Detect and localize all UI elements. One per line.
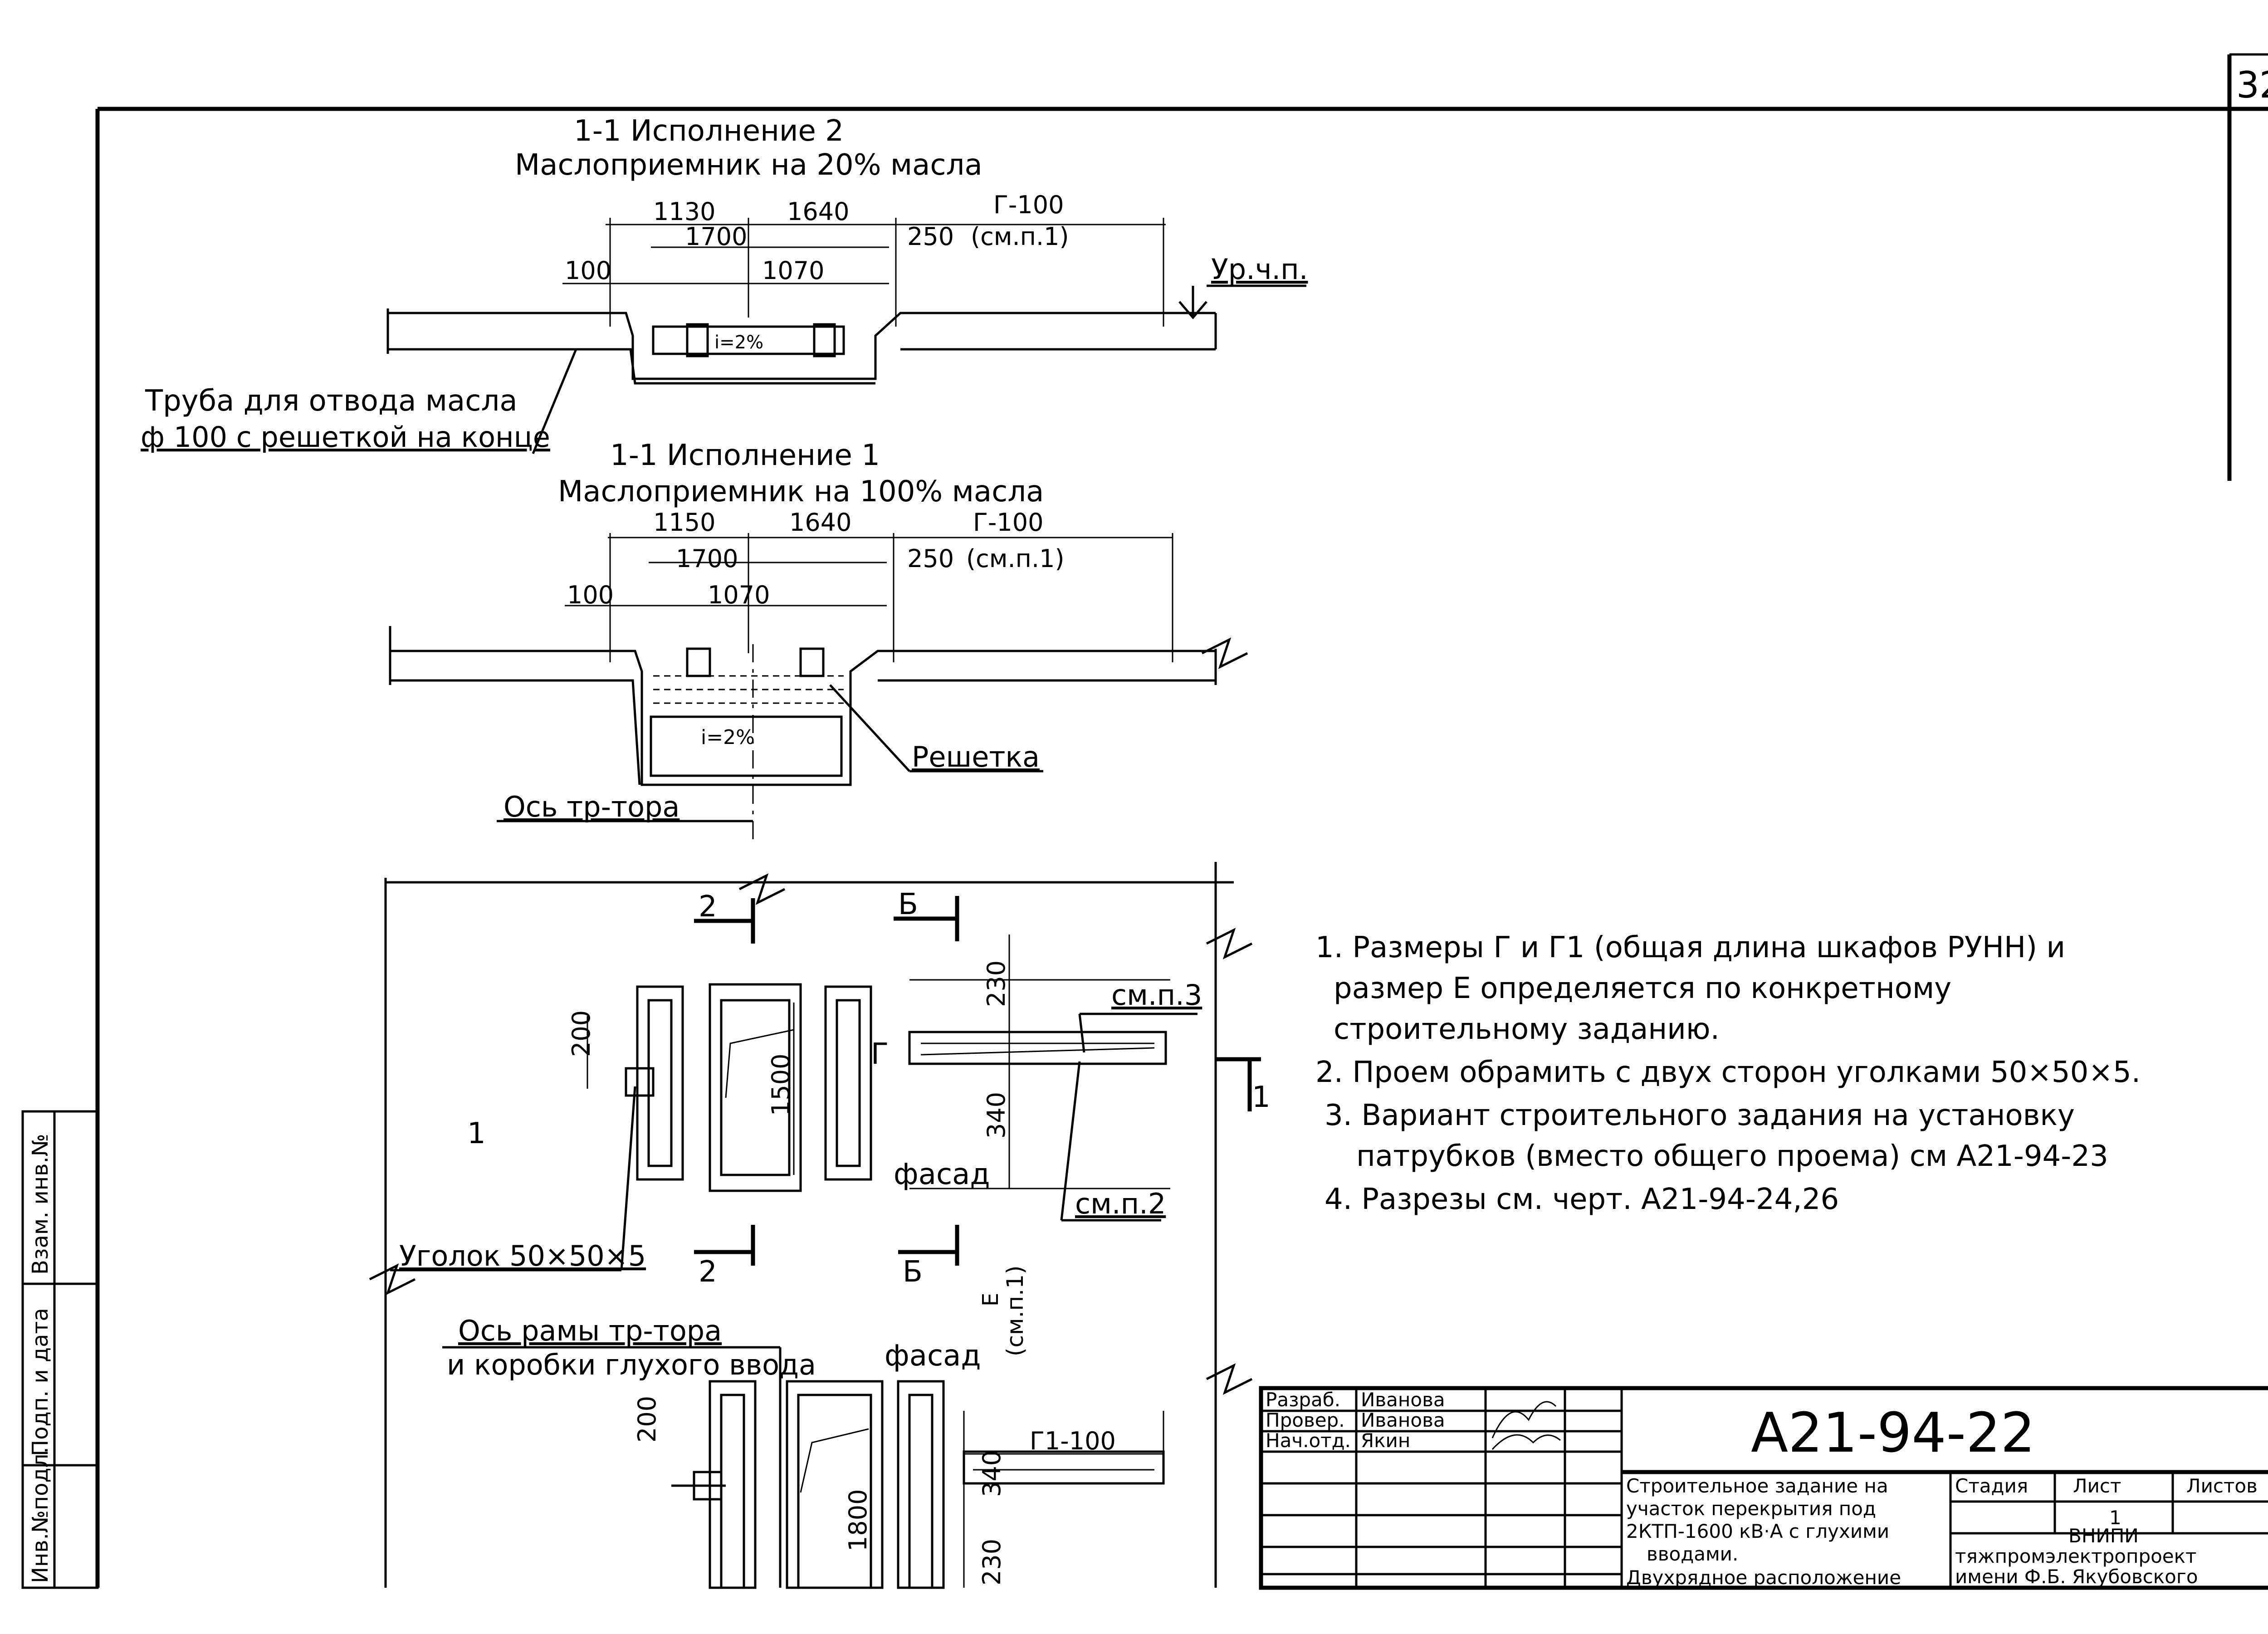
plan-dim-340: 340 <box>982 1092 1011 1139</box>
dim-mid-1700: 1700 <box>676 544 738 573</box>
grid-label: Решетка <box>912 740 1040 773</box>
notes: 1. Размеры Г и Г1 (общая длина шкафов РУ… <box>1315 931 2141 1216</box>
tb-role-1: Провер. <box>1266 1409 1345 1431</box>
section-top: 1-1 Исполнение 2 Маслоприемник на 20% ма… <box>141 114 1308 454</box>
note-1: 1. Размеры Г и Г1 (общая длина шкафов РУ… <box>1315 931 2065 964</box>
facade-label: фасад <box>894 1158 990 1191</box>
tb-col-sheet: Лист <box>2073 1475 2121 1497</box>
section-top-subtitle: Маслоприемник на 20% масла <box>515 148 982 182</box>
section-top-title: 1-1 Исполнение 2 <box>574 114 844 148</box>
e-mark: Е <box>978 1293 1003 1306</box>
tb-org-2: тяжпромэлектропроект <box>1955 1545 2197 1567</box>
section-mid-title: 1-1 Исполнение 1 <box>610 439 880 472</box>
dim-mid-250: 250 <box>907 544 954 573</box>
title-block: Разраб. Провер. Нач.отд. Иванова Иванова… <box>1259 1386 2268 1590</box>
dim-top-100: 100 <box>565 256 611 285</box>
dim-mid-ref: (см.п.1) <box>966 544 1065 573</box>
cut-1-right: 1 <box>1252 1081 1271 1114</box>
plan-lower: Ось рамы тр-тора и коробки глухого ввода… <box>442 1265 1165 1589</box>
tb-role-0: Разраб. <box>1266 1389 1340 1411</box>
dim-top-1130: 1130 <box>653 197 715 226</box>
signature-1 <box>1491 1401 1557 1438</box>
pipe-label-2: ф 100 с решеткой на конце <box>141 421 550 454</box>
lower-dim-200: 200 <box>633 1396 661 1443</box>
tb-desc-3: вводами. <box>1647 1543 1738 1565</box>
level-mark: Ур.ч.п. <box>1211 253 1308 286</box>
dim-top-1700: 1700 <box>685 222 747 251</box>
note-1-cont-a: размер Е определяется по конкретному <box>1334 972 1951 1005</box>
dim-top-1640: 1640 <box>787 197 849 226</box>
cut-2-bottom: 2 <box>699 1255 717 1289</box>
sheet-frame: 32 <box>95 53 2268 1588</box>
cut-1-left: 1 <box>467 1117 486 1150</box>
lower-axis-2: и коробки глухого ввода <box>447 1348 816 1381</box>
plan-view: 2 Б 2 Б 1 1 200 1500 230 340 <box>384 862 1271 1588</box>
ref-2: см.п.2 <box>1075 1187 1166 1220</box>
dim-mid-g100: Г-100 <box>973 508 1044 537</box>
note-4: 4. Разрезы см. черт. А21-94-24,26 <box>1325 1183 1839 1216</box>
tb-col-sheets: Листов <box>2186 1475 2258 1497</box>
dim-top-g100: Г-100 <box>993 191 1064 219</box>
lower-ref: (см.п.1) <box>1002 1265 1028 1356</box>
side-stamp: Инв.№подл. Подп. и дата Взам. инв.№ <box>21 1110 99 1589</box>
tb-org-1: ВНИПИ <box>2068 1525 2139 1547</box>
dim-mid-1070: 1070 <box>708 581 770 609</box>
note-3-cont: патрубков (вместо общего проема) см А21-… <box>1356 1140 2108 1173</box>
cut-2-top: 2 <box>699 890 717 924</box>
dim-mid-1640: 1640 <box>789 508 851 537</box>
section-mid-subtitle: Маслоприемник на 100% масла <box>558 475 1044 509</box>
tb-desc-cut: Двухрядное расположение <box>1626 1566 1901 1589</box>
tb-sheet-value: 1 <box>2109 1507 2121 1529</box>
signature-2 <box>1491 1434 1561 1450</box>
tb-role-2: Нач.отд. <box>1266 1429 1351 1452</box>
plan-dim-200: 200 <box>567 1010 596 1057</box>
slope-mid: i=2% <box>701 726 755 749</box>
lower-dim-1800: 1800 <box>844 1489 872 1551</box>
plan-dim-1500: 1500 <box>767 1054 795 1116</box>
plan-dim-230: 230 <box>982 960 1011 1007</box>
tb-desc-0: Строительное задание на <box>1626 1475 1888 1497</box>
tb-name-1: Иванова <box>1361 1409 1445 1431</box>
ref-3: см.п.3 <box>1111 978 1202 1012</box>
tb-desc-1: участок перекрытия под <box>1626 1497 1876 1520</box>
axis-label: Ось тр-тора <box>503 790 679 823</box>
tb-name-0: Иванова <box>1361 1389 1445 1411</box>
dim-mid-100: 100 <box>567 581 614 609</box>
lower-dim-340: 340 <box>978 1450 1006 1497</box>
g-mark: Г <box>871 1037 889 1071</box>
tb-desc-2: 2КТП-1600 кВ·А с глухими <box>1626 1520 1889 1542</box>
dim-mid-1150: 1150 <box>653 508 715 537</box>
stamp-inv-no: Инв.№подл. <box>28 1447 53 1583</box>
note-2: 2. Проем обрамить с двух сторон уголками… <box>1315 1056 2141 1089</box>
tb-col-stage: Стадия <box>1955 1475 2028 1497</box>
lower-facade: фасад <box>885 1339 981 1373</box>
cut-b-top: Б <box>898 888 918 921</box>
note-1-cont-b: строительному заданию. <box>1334 1013 1720 1046</box>
lower-dim-230: 230 <box>978 1539 1006 1585</box>
section-mid: 1-1 Исполнение 1 Маслоприемник на 100% м… <box>389 439 1217 844</box>
tb-org-3: имени Ф.Б. Якубовского <box>1955 1566 2198 1588</box>
dim-top-250: 250 <box>907 222 954 251</box>
cut-b-bottom: Б <box>903 1255 923 1289</box>
angle-label: Уголок 50×50×5 <box>399 1239 646 1272</box>
pipe-label-1: Труба для отвода масла <box>145 384 518 418</box>
dim-top-ref: (см.п.1) <box>971 222 1069 251</box>
tb-name-2: Якин <box>1361 1429 1410 1452</box>
lower-axis-1: Ось рамы тр-тора <box>458 1314 722 1347</box>
note-3: 3. Вариант строительного задания на уста… <box>1325 1099 2075 1132</box>
lower-dim-g1: Г1-100 <box>1030 1427 1116 1455</box>
break-marks <box>369 637 1253 1395</box>
slope-top: i=2% <box>714 332 763 353</box>
dim-top-1070: 1070 <box>762 256 824 285</box>
stamp-replace-inv: Взам. инв.№ <box>28 1134 53 1275</box>
stamp-sign-date: Подп. и дата <box>28 1308 53 1456</box>
page-number: 32 <box>2236 64 2268 106</box>
drawing-code: А21-94-22 <box>1751 1402 2035 1465</box>
